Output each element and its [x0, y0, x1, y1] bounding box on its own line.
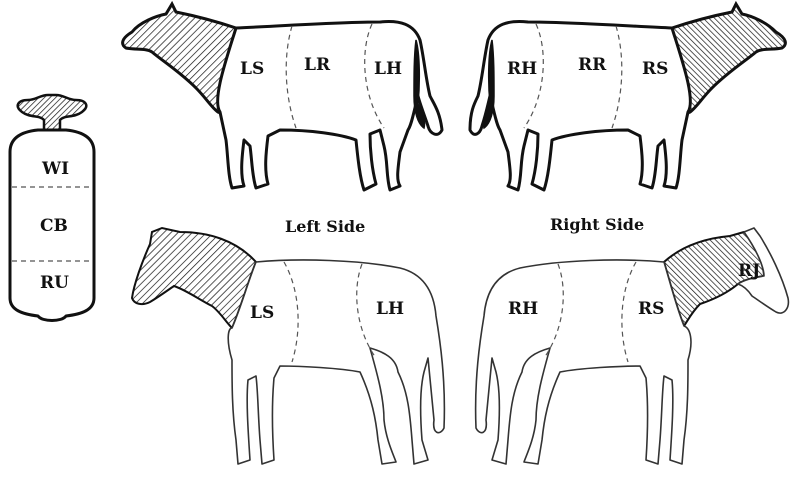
cow-right-region-rr: RR [578, 55, 607, 75]
horse-right-region-rh: RH [508, 299, 538, 319]
stomach-neck-hatch [18, 95, 87, 130]
cow-left-body [218, 22, 442, 190]
cow-right-region-rh: RH [507, 59, 537, 79]
cow-left: LS LR LH [123, 4, 442, 190]
stomach-region-cb: CB [40, 216, 68, 236]
horse-right: RH RS RJ [476, 228, 789, 464]
horse-right-body [476, 260, 691, 464]
cow-right: RH RR RS [470, 4, 785, 190]
horse-right-region-rs: RS [638, 299, 664, 319]
horse-right-region-rj: RJ [738, 261, 760, 281]
stomach-region-wi: WI [41, 159, 69, 179]
cow-left-region-ls: LS [240, 59, 264, 79]
stomach-diagram: WI CB RU [10, 95, 94, 321]
cow-right-region-rs: RS [642, 59, 668, 79]
horse-left: LS LH [132, 228, 444, 464]
cow-left-region-lr: LR [304, 55, 331, 75]
stomach-region-ru: RU [40, 273, 69, 293]
cow-left-region-lh: LH [374, 59, 402, 79]
cow-right-body [470, 22, 690, 190]
right-side-label: Right Side [550, 215, 644, 234]
horse-left-body [228, 260, 444, 464]
horse-left-region-ls: LS [250, 303, 274, 323]
horse-left-region-lh: LH [376, 299, 404, 319]
left-side-label: Left Side [285, 217, 365, 236]
